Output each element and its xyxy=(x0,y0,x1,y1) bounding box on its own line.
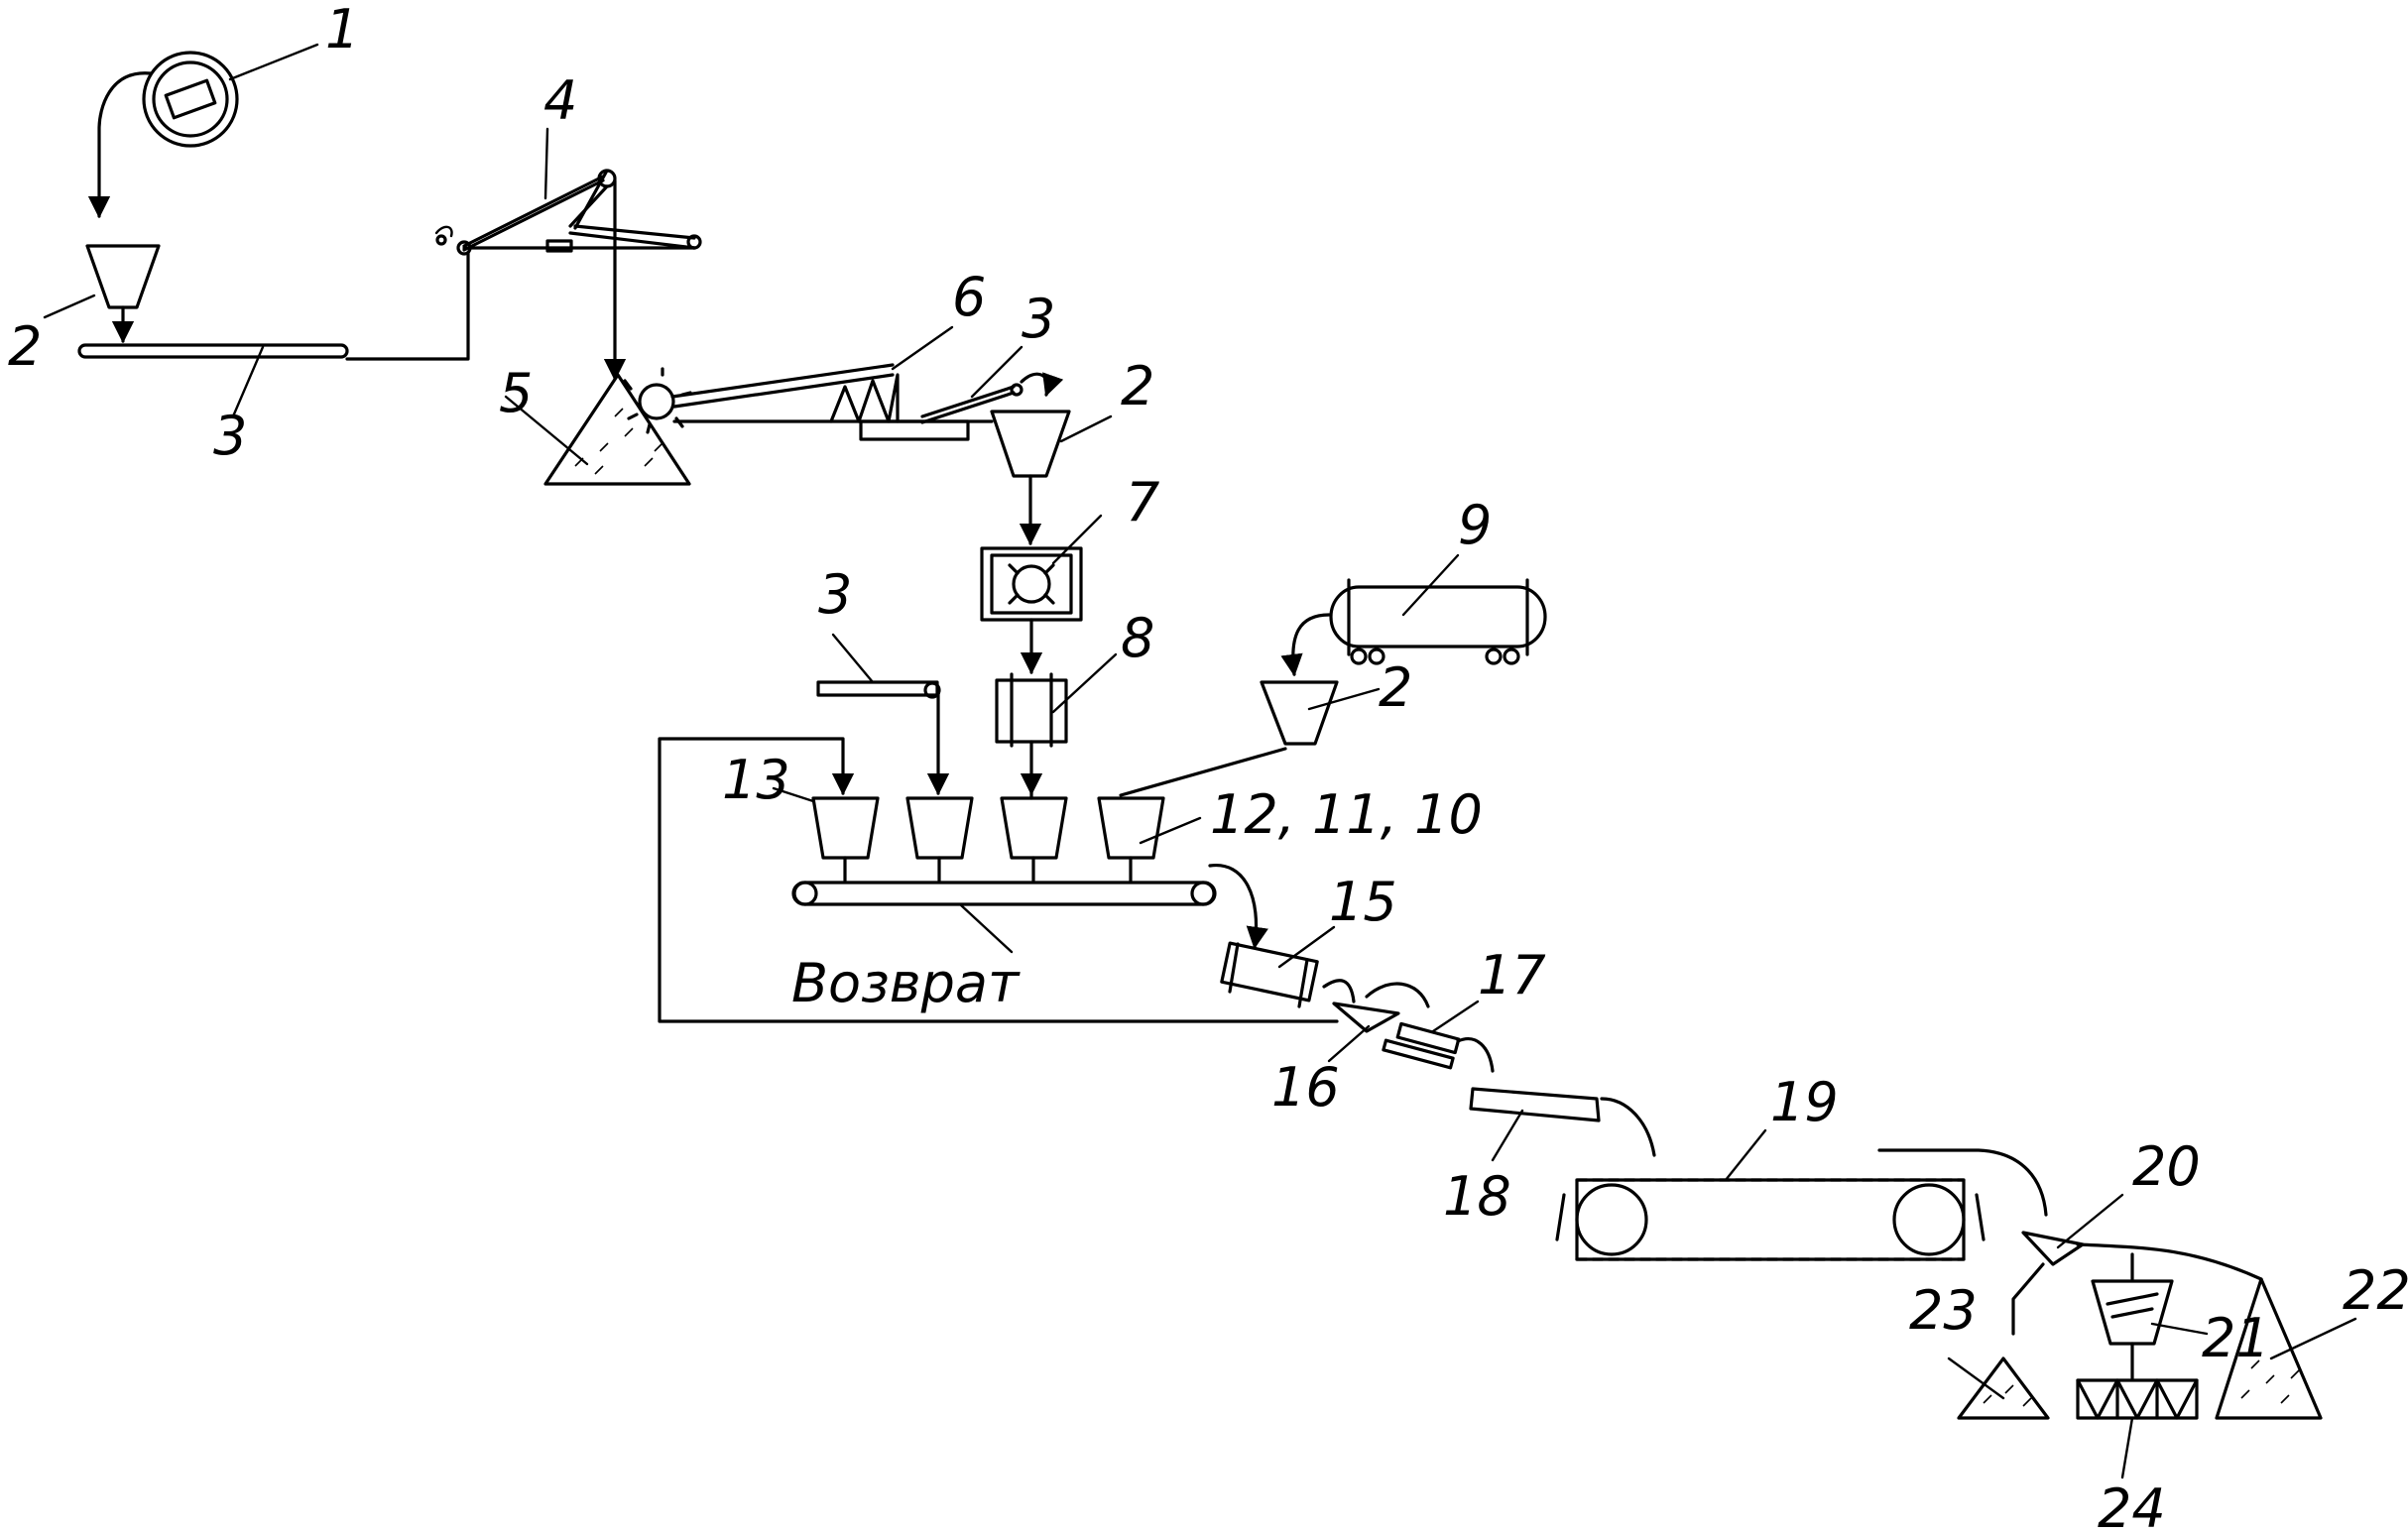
drum-15 xyxy=(1220,925,1356,1008)
packing-24 xyxy=(2076,1378,2199,1479)
stockpile-23 xyxy=(1947,1357,2050,1420)
return-loop xyxy=(658,737,1339,1023)
label-3a: 3 xyxy=(213,405,247,467)
label-15: 15 xyxy=(1329,871,1397,933)
label-21: 21 xyxy=(2202,1307,2270,1369)
label-12-11-10: 12, 11, 10 xyxy=(1210,783,1483,846)
label-2a: 2 xyxy=(8,315,42,378)
label-20: 20 xyxy=(2132,1135,2201,1198)
label-return: Возврат xyxy=(791,952,1021,1014)
label-5: 5 xyxy=(499,362,533,424)
label-8: 8 xyxy=(1121,607,1154,669)
crane-4 xyxy=(434,127,702,382)
collecting-conveyor xyxy=(791,864,1268,954)
label-23: 23 xyxy=(1909,1279,1978,1342)
conveyor-3a xyxy=(77,251,470,418)
label-2b: 2 xyxy=(1121,355,1154,417)
label-9: 9 xyxy=(1458,494,1492,556)
conveyor-3c xyxy=(816,633,950,796)
label-3c: 3 xyxy=(818,563,852,626)
conveyor-6 xyxy=(670,325,994,423)
label-19: 19 xyxy=(1770,1071,1839,1133)
label-13: 13 xyxy=(722,749,790,811)
mill-8 xyxy=(995,652,1118,796)
stockpile-5 xyxy=(504,367,692,486)
label-3b: 3 xyxy=(1022,288,1055,350)
label-2c: 2 xyxy=(1379,656,1412,719)
press-18 xyxy=(1469,1087,1656,1162)
label-6: 6 xyxy=(952,266,986,328)
crusher-7 xyxy=(980,514,1103,675)
label-7: 7 xyxy=(1126,471,1159,533)
reel-1 xyxy=(87,43,319,219)
hopper-21 xyxy=(2091,1279,2209,1380)
hopper-2c xyxy=(1119,680,1381,797)
chute-16 xyxy=(1327,982,1430,1063)
label-4: 4 xyxy=(543,69,577,132)
hopper-2b xyxy=(990,410,1113,546)
label-1: 1 xyxy=(325,0,359,60)
label-22: 22 xyxy=(2343,1259,2408,1322)
stockpile-22 xyxy=(2215,1277,2357,1420)
label-24: 24 xyxy=(2098,1477,2166,1534)
label-18: 18 xyxy=(1443,1165,1511,1228)
label-16: 16 xyxy=(1271,1056,1340,1119)
kiln-19 xyxy=(1555,1128,2048,1261)
feeder-17 xyxy=(1382,1000,1495,1073)
tank-car-9 xyxy=(1280,553,1547,677)
sorter-20 xyxy=(2011,1193,2263,1336)
conveyor-3b xyxy=(859,345,1064,441)
hopper-2a xyxy=(43,244,161,344)
dosing-hoppers xyxy=(772,786,1202,883)
label-17: 17 xyxy=(1478,944,1546,1006)
